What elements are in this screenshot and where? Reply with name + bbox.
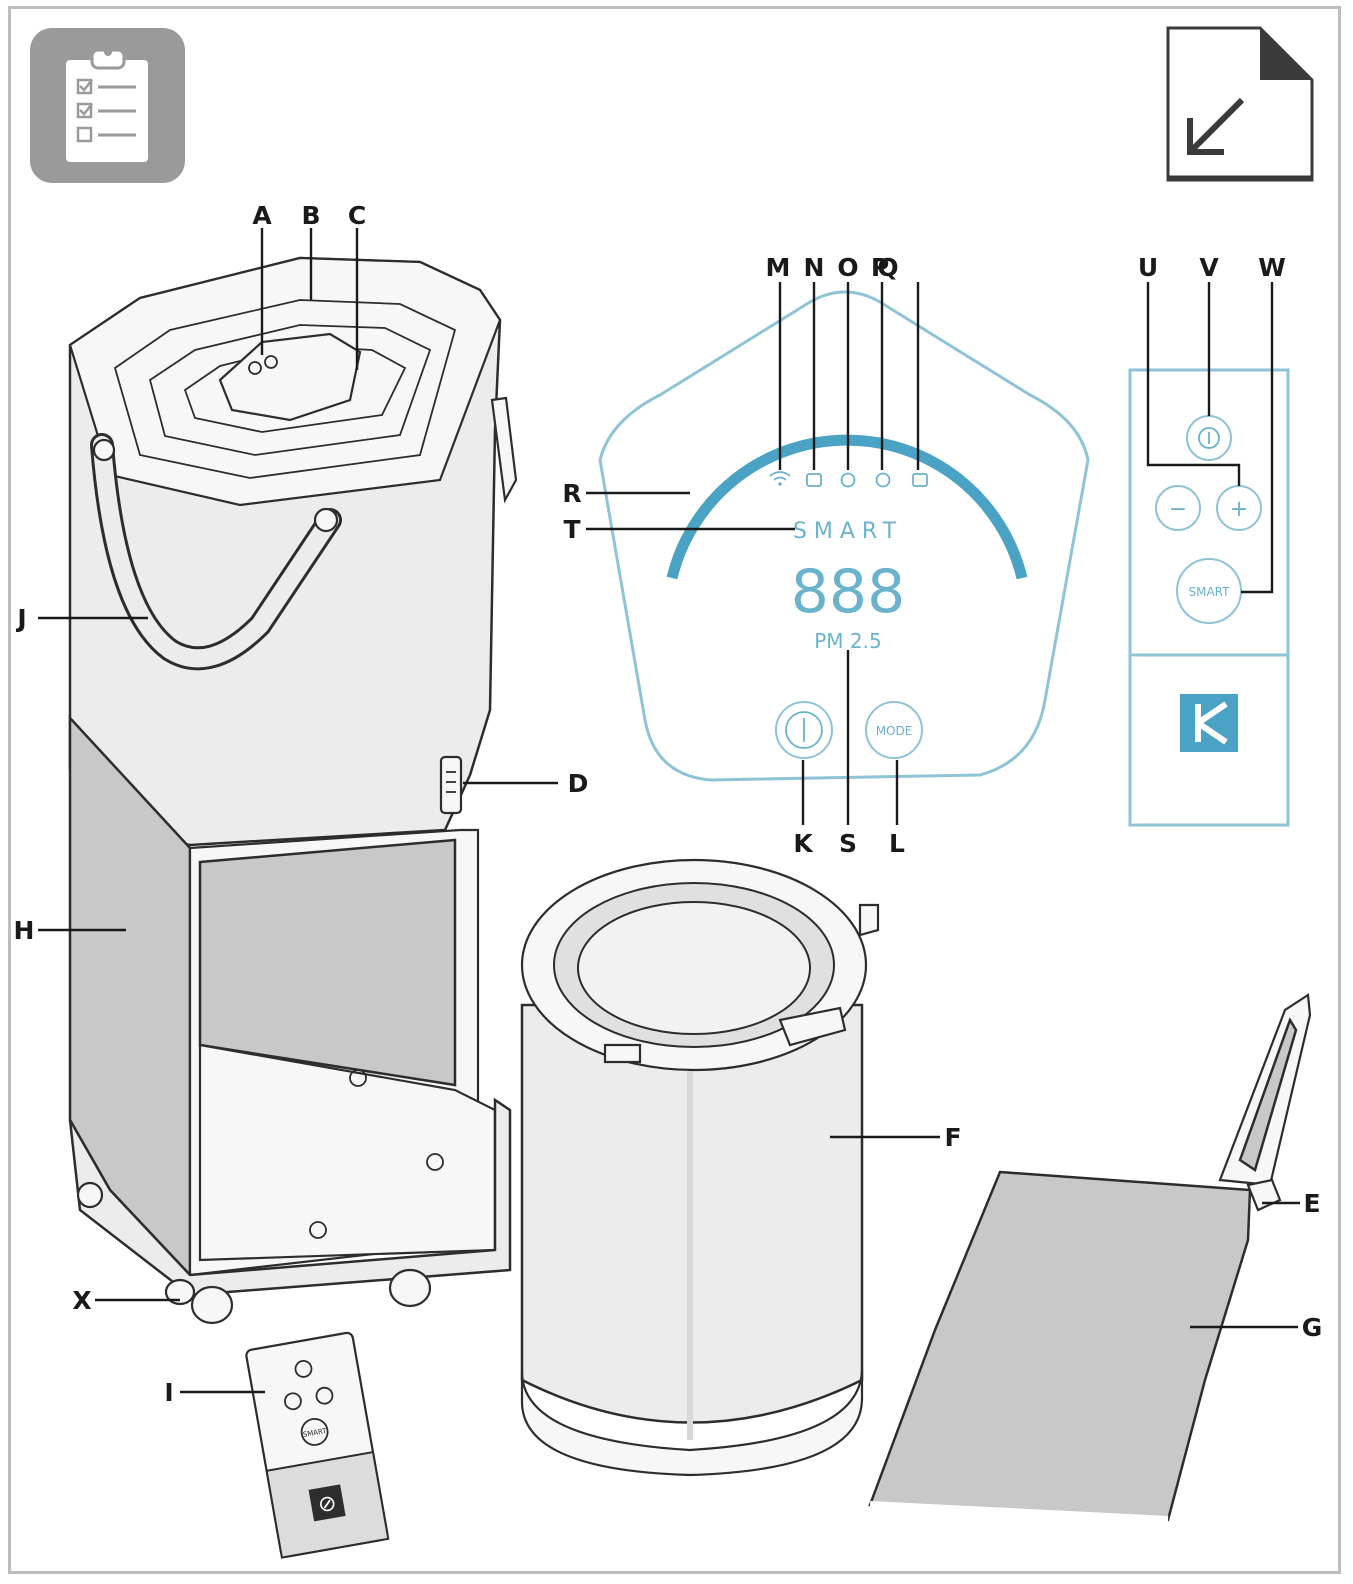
label-O: O [837, 253, 858, 282]
label-R: R [562, 479, 581, 508]
label-F: F [944, 1123, 961, 1152]
label-P: P [871, 253, 889, 282]
label-T: T [563, 515, 580, 544]
label-H: H [14, 916, 35, 945]
main-filter [520, 858, 880, 1477]
label-X: X [72, 1286, 91, 1315]
side-power-button[interactable] [1186, 415, 1232, 461]
label-M: M [766, 253, 791, 282]
side-panel-filter [868, 993, 1312, 1524]
pm-reading: 888 [791, 557, 906, 627]
lock-icon [806, 473, 822, 487]
purifier-unit [68, 256, 518, 1325]
label-W: W [1258, 253, 1286, 282]
side-plus-button[interactable]: + [1216, 485, 1262, 531]
label-U: U [1138, 253, 1158, 282]
document-arrow-icon [1166, 26, 1314, 182]
label-S: S [839, 829, 857, 858]
display-power-button[interactable] [775, 701, 833, 759]
leader-lines [38, 228, 1300, 1394]
plus-label: + [1230, 497, 1248, 522]
ionizer-icon [840, 472, 856, 488]
display-panel: SMART 888 PM 2.5 MODE [598, 290, 1090, 782]
side-smart-button[interactable]: SMART [1176, 558, 1242, 624]
side-smart-label: SMART [1189, 585, 1231, 599]
label-A: A [252, 201, 272, 230]
checklist-icon [30, 28, 185, 183]
pm-unit: PM 2.5 [814, 629, 881, 653]
mode-readout: SMART [793, 519, 903, 544]
label-C: C [348, 201, 366, 230]
mode-button-label: MODE [876, 724, 913, 738]
side-control-panel: − + SMART [1128, 368, 1290, 827]
timer-icon [875, 472, 891, 488]
label-K: K [793, 829, 814, 858]
label-V: V [1199, 253, 1219, 282]
display-mode-button[interactable]: MODE [865, 701, 923, 759]
label-L: L [889, 829, 905, 858]
filter-alert-icon [912, 473, 928, 487]
remote-control: SMART ⊘ [245, 1331, 390, 1559]
side-minus-button[interactable]: − [1155, 485, 1201, 531]
label-D: D [568, 769, 589, 798]
figure-frame [8, 6, 1341, 1574]
minus-label: − [1169, 497, 1187, 522]
label-G: G [1302, 1313, 1323, 1342]
brand-logo [1180, 694, 1238, 752]
label-Q: Q [877, 253, 898, 282]
callout-labels: A B C D E F G H I J K S L M N O P Q R T … [14, 201, 1323, 1407]
label-I: I [164, 1378, 173, 1407]
label-B: B [301, 201, 320, 230]
label-E: E [1303, 1189, 1320, 1218]
svg-text:⊘: ⊘ [316, 1490, 338, 1518]
label-J: J [15, 604, 26, 633]
label-N: N [804, 253, 825, 282]
wifi-icon [769, 471, 791, 486]
